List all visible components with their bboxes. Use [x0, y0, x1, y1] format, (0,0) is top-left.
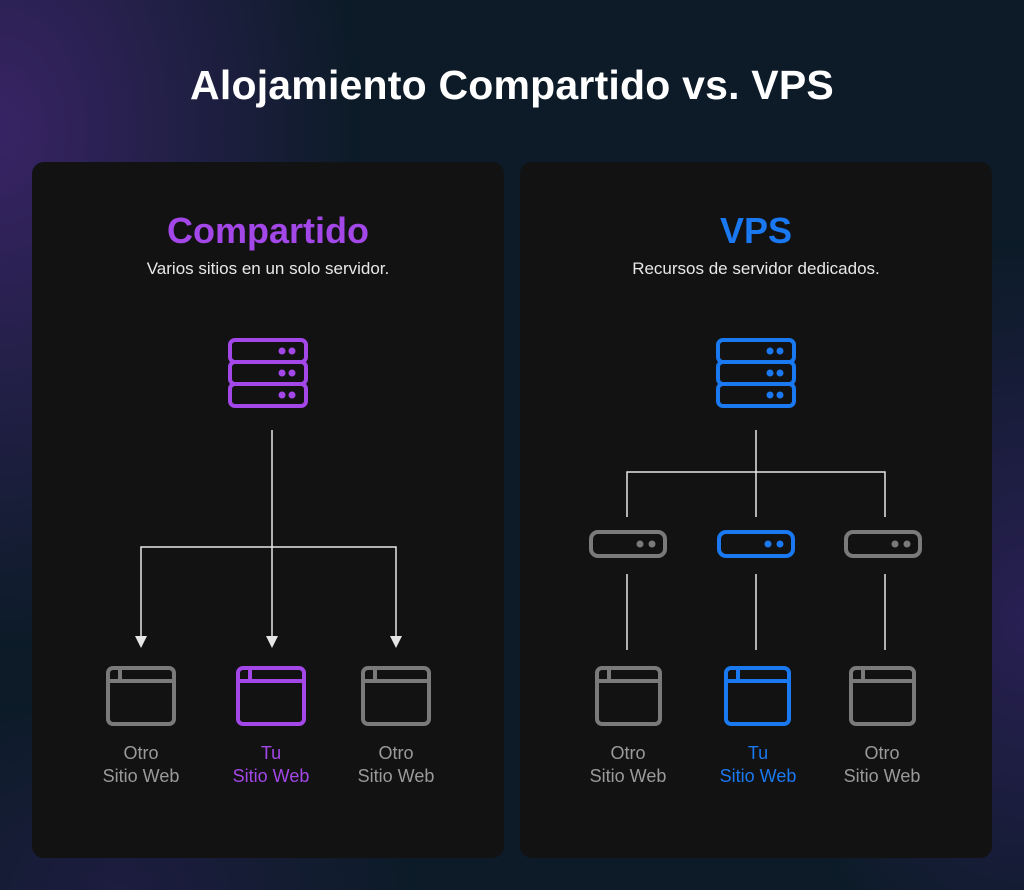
- shared-subtitle: Varios sitios en un solo servidor.: [146, 259, 390, 278]
- browser-window-icon: [361, 666, 431, 726]
- site-label-line2: Sitio Web: [589, 766, 667, 786]
- connector-branch: [140, 546, 397, 642]
- vps-panel: VPS Recursos de servidor dedicados.: [520, 162, 992, 858]
- browser-window-icon: [106, 666, 176, 726]
- site-label-other: Otro Sitio Web: [71, 742, 211, 788]
- shared-hosting-panel: Compartido Varios sitios en un solo serv…: [32, 162, 504, 858]
- server-unit-icon: [844, 530, 922, 558]
- shared-connectors: [135, 430, 402, 648]
- server-unit-icon: [589, 530, 667, 558]
- site-label-line2: Sitio Web: [357, 766, 435, 786]
- browser-window-icon: [236, 666, 306, 726]
- vps-heading: VPS: [719, 210, 793, 251]
- site-label-line1: Otro: [864, 743, 900, 763]
- site-label-line1: Otro: [610, 743, 646, 763]
- browser-window-icon: [724, 666, 791, 726]
- server-unit-icon: [717, 530, 795, 558]
- site-label-line2: Sitio Web: [719, 766, 797, 786]
- site-label-other: Otro Sitio Web: [558, 742, 698, 788]
- site-label-yours: Tu Sitio Web: [688, 742, 828, 788]
- site-label-line1: Otro: [378, 743, 414, 763]
- site-label-other: Otro Sitio Web: [326, 742, 466, 788]
- site-label-line2: Sitio Web: [843, 766, 921, 786]
- server-rack-icon: [228, 338, 308, 408]
- server-rack-icon: [716, 338, 796, 408]
- site-label-line2: Sitio Web: [102, 766, 180, 786]
- browser-window-icon: [849, 666, 916, 726]
- vps-connectors: [626, 430, 886, 650]
- vps-subtitle: Recursos de servidor dedicados.: [632, 259, 880, 278]
- browser-window-icon: [595, 666, 662, 726]
- page-title: Alojamiento Compartido vs. VPS: [190, 62, 834, 108]
- shared-diagram: [106, 338, 431, 726]
- site-label-line2: Sitio Web: [232, 766, 310, 786]
- site-label-other: Otro Sitio Web: [812, 742, 952, 788]
- shared-heading: Compartido: [167, 210, 369, 251]
- site-label-line1: Otro: [123, 743, 159, 763]
- site-label-line1: Tu: [260, 743, 282, 763]
- site-label-yours: Tu Sitio Web: [201, 742, 341, 788]
- vps-diagram: [589, 338, 922, 726]
- site-label-line1: Tu: [747, 743, 769, 763]
